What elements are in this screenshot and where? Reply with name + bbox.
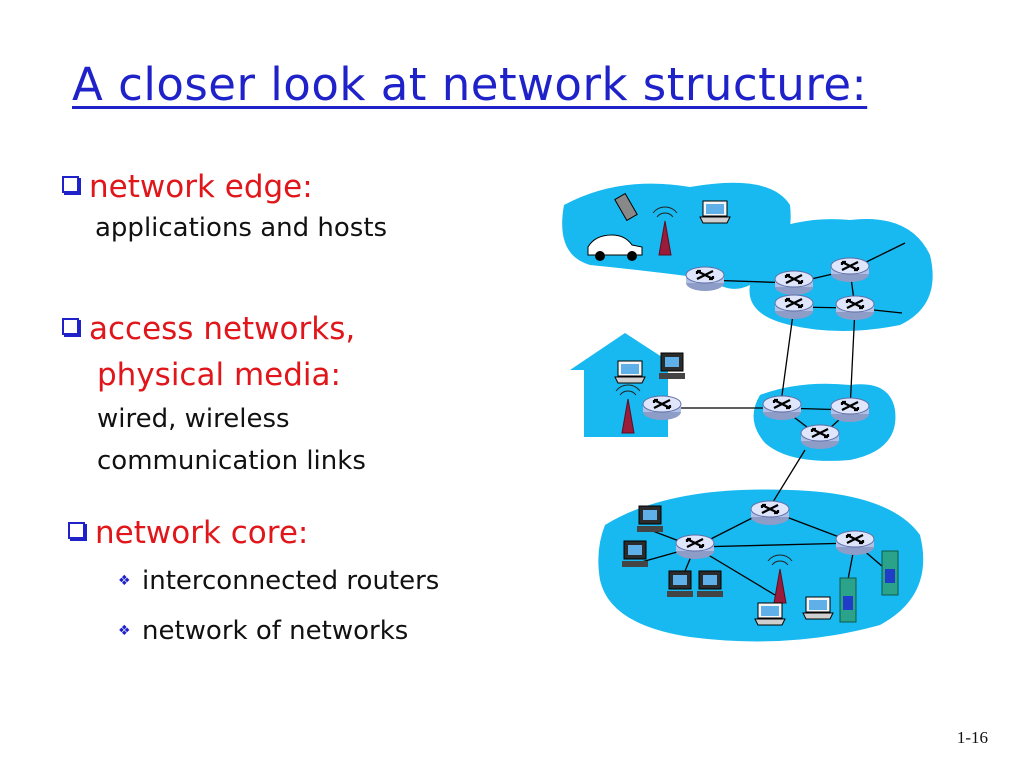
router-icon [834, 294, 876, 322]
router-icon [829, 396, 871, 424]
router-icon [641, 394, 683, 422]
square-bullet-icon [68, 522, 85, 539]
router-icon [834, 529, 876, 557]
server-icon [881, 550, 899, 596]
laptop-icon [802, 596, 834, 620]
bullet-heading: network core: [95, 515, 309, 551]
desktop-computer-icon [621, 540, 649, 568]
router-icon [684, 265, 726, 293]
slide-number: 1-16 [956, 728, 988, 747]
cellphone-icon [614, 192, 638, 222]
square-bullet-icon [62, 176, 79, 193]
car-icon [587, 234, 643, 261]
diamond-bullet-icon: ❖ [118, 623, 131, 639]
router-icon [773, 269, 815, 297]
subitem-text: interconnected routers [142, 566, 440, 596]
laptop-icon [699, 200, 731, 224]
router-icon [829, 256, 871, 284]
router-icon [749, 499, 791, 527]
subitem: ❖ interconnected routers [118, 566, 439, 596]
core-network-cloud [753, 383, 896, 461]
router-icon [761, 394, 803, 422]
bullet-network-core: network core: [68, 514, 308, 552]
desktop-computer-icon [636, 505, 664, 533]
subitem-text: network of networks [142, 616, 409, 646]
square-bullet-icon [62, 318, 79, 335]
diamond-bullet-icon: ❖ [118, 573, 131, 589]
desktop-computer-icon [666, 570, 694, 598]
bullet-heading: access networks, [89, 311, 356, 347]
laptop-icon [754, 602, 786, 626]
desktop-computer-icon [658, 352, 686, 380]
server-icon [839, 577, 857, 623]
router-icon [674, 533, 716, 561]
bullet-access-networks: access networks, [62, 310, 355, 348]
laptop-icon [614, 360, 646, 384]
edge-network-cloud [562, 182, 791, 289]
bullet-heading: network edge: [89, 169, 313, 205]
bullet-text: wired, wireless [97, 404, 290, 434]
bullet-network-edge: network edge: [62, 168, 313, 206]
network-diagram [562, 182, 933, 642]
bullet-heading-cont: physical media: [97, 357, 341, 393]
router-icon [799, 423, 841, 451]
desktop-computer-icon [696, 570, 724, 598]
bullet-text: applications and hosts [95, 213, 388, 243]
page-title: A closer look at network structure: [72, 58, 868, 111]
subitem: ❖ network of networks [118, 616, 408, 646]
router-icon [773, 293, 815, 321]
bullet-text-cont: communication links [97, 446, 366, 476]
